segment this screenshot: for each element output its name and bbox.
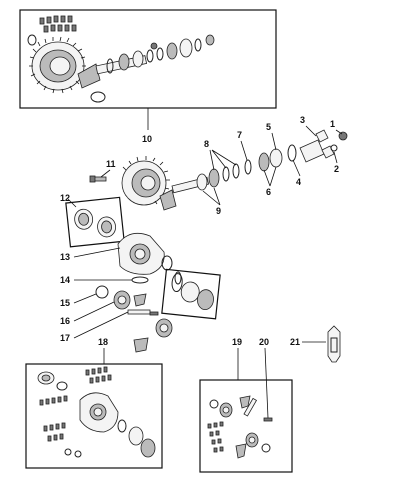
lsd-box-outline [25, 363, 163, 469]
lsd-bearing-right [128, 426, 144, 446]
pinion-inner-bearing [196, 173, 208, 191]
pinion-bolt-head [89, 175, 96, 183]
leader-4 [292, 159, 301, 177]
lsd-case [79, 392, 119, 433]
callout-5: 5 [266, 122, 271, 132]
callout-15: 15 [60, 298, 70, 308]
leader-17 [73, 311, 129, 339]
pinion-nut [338, 131, 348, 141]
leader-7 [240, 140, 248, 161]
side-gear [113, 290, 131, 310]
side-gear-washer [95, 285, 109, 299]
kit-ring-gear [29, 36, 86, 94]
lsd-shim [56, 381, 68, 391]
leader-20 [264, 347, 269, 419]
callout-1: 1 [330, 119, 335, 129]
callout-20: 20 [259, 337, 269, 347]
leader-13 [73, 247, 121, 258]
callout-13: 13 [60, 252, 70, 262]
leader-8 [209, 149, 237, 171]
callout-4: 4 [296, 177, 301, 187]
callout-3: 3 [300, 115, 305, 125]
leader-11 [100, 169, 111, 178]
callout-11: 11 [106, 159, 116, 169]
callout-7: 7 [237, 130, 242, 140]
lsd-spacer [117, 419, 127, 433]
collapsible-spacer [244, 159, 252, 175]
outer-bearing-race [258, 152, 270, 172]
callout-17: 17 [60, 333, 70, 343]
leader-2 [333, 151, 338, 164]
lock-pin [149, 311, 159, 316]
gear-kit-box-outline [199, 379, 293, 473]
leader-3 [305, 125, 317, 137]
leader-5 [271, 132, 277, 151]
callout-21: 21 [290, 337, 300, 347]
kit-pinion-mate-a [239, 395, 251, 409]
pinion-seal [287, 144, 297, 162]
shim-a [222, 166, 230, 182]
cross-shaft [127, 309, 151, 315]
ring-gear [121, 156, 170, 206]
callout-19: 19 [232, 337, 242, 347]
spacer-ring [174, 271, 182, 285]
kit-small-parts [207, 421, 224, 453]
callout-18: 18 [98, 337, 108, 347]
lsd-springs [85, 366, 112, 384]
pinion-yoke-assembly [89, 129, 348, 211]
gear-kit-box [199, 379, 293, 473]
side-gear-lower [155, 318, 173, 338]
callout-6: 6 [266, 187, 271, 197]
lsd-washers [39, 395, 68, 442]
pinion-yoke [299, 129, 335, 163]
washer [330, 144, 338, 152]
callout-14: 14 [60, 275, 70, 285]
side-bearing-box [161, 268, 221, 320]
thrust-washer [131, 276, 149, 284]
lsd-case-box [25, 363, 163, 469]
pinion-bearing-race [208, 168, 220, 188]
callout-10: 10 [142, 134, 152, 144]
callout-9: 9 [216, 206, 221, 216]
ring-pinion-kit-box [19, 9, 277, 109]
sealant-bottle [327, 325, 341, 363]
pinion-bolt [93, 176, 107, 182]
shim-b [232, 163, 240, 179]
leader-12 [67, 198, 77, 208]
callout-12: 12 [60, 193, 70, 203]
leader-15 [73, 293, 97, 304]
kit-ring-bolts [27, 15, 77, 46]
kit-pinion-mate-b [235, 443, 247, 459]
outer-bearing [269, 148, 283, 168]
leader-1 [335, 129, 343, 135]
differential-case-assembly [65, 196, 221, 353]
leader-6 [263, 166, 277, 187]
kit-cross-shaft [243, 397, 258, 417]
callout-8: 8 [204, 139, 209, 149]
case-bearing-box [65, 196, 125, 248]
callout-16: 16 [60, 316, 70, 326]
kit-lock-pin [263, 417, 273, 422]
kit-side-gear-a [219, 402, 233, 418]
lsd-race-right [140, 438, 156, 458]
leader-16 [73, 301, 115, 322]
kit-bearings-shims [90, 34, 215, 103]
differential-case [117, 232, 173, 275]
callout-2: 2 [334, 164, 339, 174]
pinion-mate-gear [133, 293, 149, 353]
leader-9 [202, 187, 221, 206]
kit-side-gear-b [245, 432, 259, 448]
